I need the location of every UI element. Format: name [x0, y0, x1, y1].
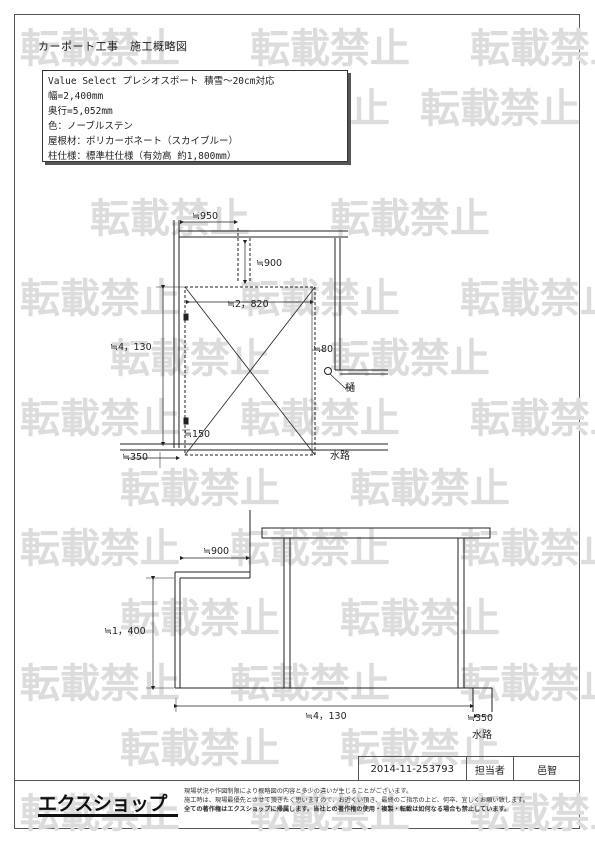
spec-line-width: 幅=2,400mm	[48, 91, 104, 102]
plan-dim-350: ≒350	[122, 452, 148, 463]
plan-waterway-label: 水路	[330, 449, 350, 462]
elev-dim-900: ≒900	[203, 546, 229, 557]
doc-number: 2014-11-253793	[359, 757, 467, 781]
plan-dim-900: ≒900	[256, 258, 282, 269]
plan-dim-80: ≒80	[313, 344, 333, 355]
spec-line-product: Value Select プレシオスポート 積雪～20cm対応	[48, 76, 275, 87]
footer-notes: 現場状況や作図制限により概略図の内容と多少の違いが生じることがございます。 施工…	[184, 787, 574, 814]
footer-note-1: 現場状況や作図制限により概略図の内容と多少の違いが生じることがございます。	[184, 788, 413, 795]
plan-dim-4130: ≒4，130	[110, 342, 152, 353]
drawing-frame	[14, 14, 580, 829]
footer-note-2: 施工時は、現場最優先とさせて頂きたく思いますので、お近くい頂き、最終のご指示の上…	[184, 797, 529, 804]
spec-line-color: 色：ノーブルステン	[48, 121, 133, 132]
elev-waterway-label: 水路	[472, 728, 492, 741]
elev-dim-350: ≒350	[467, 713, 493, 724]
spec-line-post: 柱仕様：標準柱仕様（有効高 約1,800mm）	[48, 151, 237, 162]
spec-line-depth: 奥行=5,052mm	[48, 106, 113, 117]
plan-dim-150: ≒150	[184, 429, 210, 440]
elev-dim-4130: ≒4，130	[305, 711, 347, 722]
gutter-label: 樋	[345, 381, 355, 394]
elev-dim-1400: ≒1，400	[104, 626, 146, 637]
logo-underline	[38, 814, 178, 817]
company-logo: エクスショップ	[38, 793, 167, 815]
footer-note-3: 全ての著作権はエクスショップに帰属します。当社との著作権の使用・複製・転載は如何…	[184, 806, 511, 813]
person-label: 担当者	[467, 757, 515, 781]
plan-dim-950: ≒950	[192, 211, 218, 222]
footer: エクスショップ 現場状況や作図制限により概略図の内容と多少の違いが生じることがご…	[14, 780, 580, 829]
page-title: カーポート工事 施工概略図	[38, 40, 188, 53]
spec-box: Value Select プレシオスポート 積雪～20cm対応 幅=2,400m…	[42, 70, 348, 162]
person-name: 邑智	[537, 765, 558, 777]
plan-dim-2820: ≒2，820	[227, 299, 269, 310]
info-table: 2014-11-253793 担当者 邑智	[358, 756, 580, 781]
elevation-view	[146, 510, 493, 719]
plan-view	[120, 219, 388, 468]
spec-line-roof: 屋根材：ポリカーボネート（スカイブルー）	[48, 136, 239, 147]
